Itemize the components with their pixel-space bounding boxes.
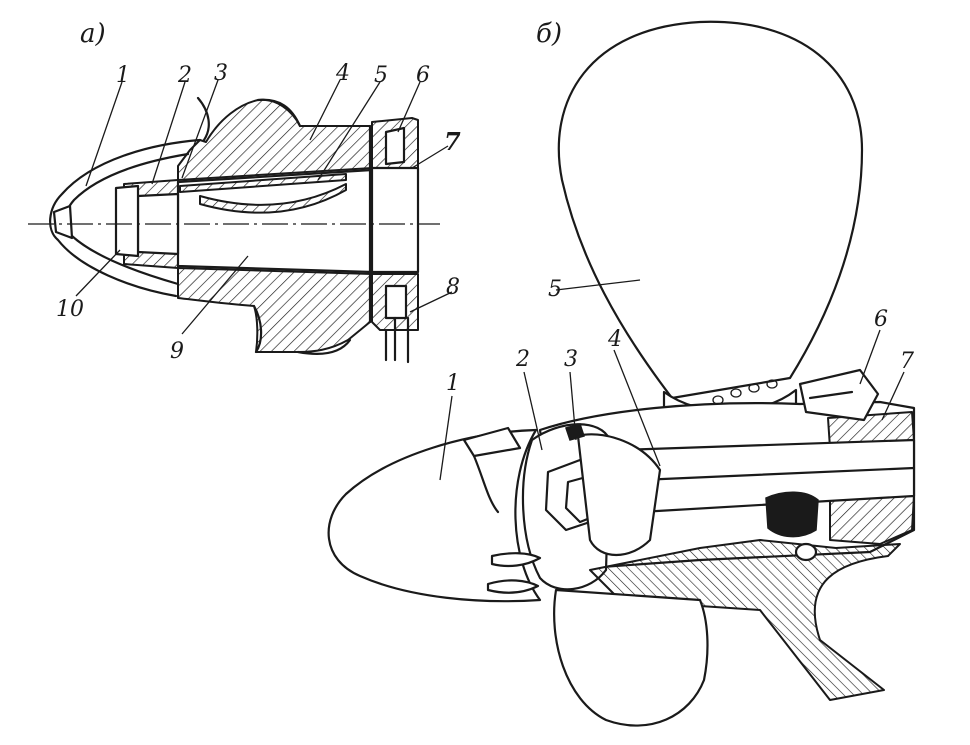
figure-a-section-view xyxy=(28,79,453,364)
caption-a: a) xyxy=(80,19,106,49)
label-a-7: 7 xyxy=(444,127,461,156)
label-a-3: 3 xyxy=(214,61,228,86)
label-b-3: 3 xyxy=(564,347,578,372)
cap-10 xyxy=(114,184,140,258)
leaders-a xyxy=(75,79,453,335)
upper-blade-root xyxy=(196,96,210,142)
figure-a-labels: a) 1 2 3 4 5 6 7 8 9 10 xyxy=(56,19,461,364)
seal-ring xyxy=(765,491,819,538)
label-a-2: 2 xyxy=(177,63,192,88)
label-a-8: 8 xyxy=(446,275,460,300)
shaft-key-line xyxy=(638,466,916,482)
hub-body-lower xyxy=(177,267,373,353)
label-b-6: 6 xyxy=(874,307,888,332)
bracket-bolt xyxy=(794,542,818,562)
label-b-5: 5 xyxy=(548,277,562,302)
shaft-end xyxy=(370,166,420,274)
key-5 xyxy=(179,173,347,193)
label-a-9: 9 xyxy=(170,339,184,364)
ring-6 xyxy=(384,126,406,166)
leaders-b xyxy=(439,279,905,481)
bolt-6-thread xyxy=(808,390,854,400)
fairing-window-2 xyxy=(486,579,540,594)
blade-5 xyxy=(557,20,864,400)
key-groove xyxy=(199,183,347,214)
stern-bracket xyxy=(589,539,901,701)
label-a-1: 1 xyxy=(116,63,130,88)
label-a-10: 10 xyxy=(56,297,84,322)
fairing-tip xyxy=(52,204,74,240)
figure-b-perspective-view xyxy=(327,20,916,727)
figure-b-labels: б) 1 2 3 4 5 6 7 xyxy=(446,19,914,396)
label-a-6: 6 xyxy=(416,63,430,88)
label-b-4: 4 xyxy=(607,327,622,352)
ring-8 xyxy=(384,284,408,320)
caption-b: б) xyxy=(536,19,562,49)
bolt-6 xyxy=(798,368,880,422)
label-a-4: 4 xyxy=(335,61,350,86)
label-b-2: 2 xyxy=(515,347,530,372)
fairing-cone-1 xyxy=(49,138,202,298)
fairing-notch xyxy=(472,454,500,514)
label-b-7: 7 xyxy=(900,349,914,374)
blade-root-3 xyxy=(576,433,662,556)
fairing-cone-1 xyxy=(327,428,542,603)
label-a-5: 5 xyxy=(374,63,388,88)
fairing-step xyxy=(462,426,522,458)
blade-lower xyxy=(553,588,709,727)
fairing-window-1 xyxy=(490,552,542,568)
label-b-1: 1 xyxy=(446,371,460,396)
flange-bolt-holes xyxy=(712,379,778,405)
